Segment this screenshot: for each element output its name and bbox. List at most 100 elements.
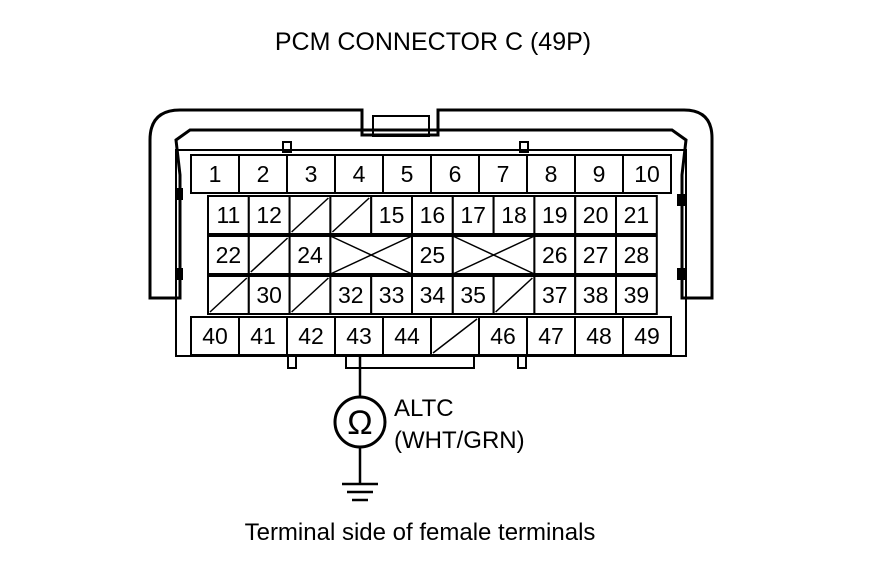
terminal-15: 15 <box>370 195 414 235</box>
terminal-number: 24 <box>297 242 323 268</box>
terminal-41: 41 <box>238 316 288 356</box>
terminal-number: 5 <box>401 161 414 187</box>
terminal-11: 11 <box>207 195 250 235</box>
terminal-number: 44 <box>394 323 420 349</box>
terminal-number: 40 <box>202 323 228 349</box>
terminal-number: 35 <box>460 282 486 308</box>
terminal-number: 47 <box>538 323 564 349</box>
terminal-46: 46 <box>478 316 528 356</box>
blank-terminal <box>288 195 332 235</box>
terminal-number: 21 <box>624 202 650 228</box>
terminal-number: 46 <box>490 323 516 349</box>
terminal-number: 9 <box>593 161 606 187</box>
terminal-number: 34 <box>420 282 446 308</box>
terminal-number: 48 <box>586 323 612 349</box>
probe-wire-color: (WHT/GRN) <box>394 427 525 454</box>
terminal-number: 42 <box>298 323 324 349</box>
terminal-44: 44 <box>382 316 432 356</box>
terminal-number: 15 <box>379 202 405 228</box>
terminal-number: 41 <box>250 323 276 349</box>
ground-icon <box>342 482 378 502</box>
terminal-number: 39 <box>624 282 650 308</box>
diagram-title: PCM CONNECTOR C (49P) <box>275 28 591 56</box>
terminal-number: 11 <box>216 202 240 228</box>
terminal-8: 8 <box>526 154 576 194</box>
terminal-number: 28 <box>624 242 650 268</box>
terminal-number: 26 <box>542 242 568 268</box>
diagram-caption: Terminal side of female terminals <box>245 519 596 546</box>
terminal-26: 26 <box>533 235 577 275</box>
terminal-number: 3 <box>305 161 318 187</box>
terminal-number: 4 <box>353 161 366 187</box>
terminal-6: 6 <box>430 154 480 194</box>
terminal-12: 12 <box>247 195 291 235</box>
terminal-number: 38 <box>583 282 609 308</box>
ohm-icon: Ω <box>347 404 372 442</box>
terminal-number: 43 <box>346 323 372 349</box>
probe-assembly: Ω ALTC (WHT/GRN) <box>333 354 525 502</box>
terminal-49: 49 <box>622 316 672 356</box>
blank-terminal <box>207 275 250 315</box>
terminal-number: 25 <box>420 242 446 268</box>
terminal-number: 2 <box>257 161 270 187</box>
terminal-34: 34 <box>411 275 454 315</box>
terminal-4: 4 <box>334 154 384 194</box>
blank-terminal <box>329 235 413 275</box>
terminal-48: 48 <box>574 316 624 356</box>
terminal-number: 20 <box>583 202 609 228</box>
terminal-40: 40 <box>190 316 240 356</box>
terminal-35: 35 <box>451 275 495 315</box>
terminal-30: 30 <box>247 275 291 315</box>
blank-terminal <box>451 235 536 275</box>
terminal-7: 7 <box>478 154 528 194</box>
terminal-9: 9 <box>574 154 624 194</box>
terminal-39: 39 <box>615 275 658 315</box>
terminal-number: 7 <box>497 161 510 187</box>
terminal-27: 27 <box>574 235 618 275</box>
housing-latch-marks <box>175 141 685 280</box>
connector-housing <box>148 108 714 300</box>
terminal-1: 1 <box>190 154 240 194</box>
terminal-5: 5 <box>382 154 432 194</box>
terminal-number: 19 <box>542 202 568 228</box>
terminal-25: 25 <box>411 235 454 275</box>
terminal-face <box>175 149 687 369</box>
terminal-number: 6 <box>449 161 462 187</box>
terminal-number: 17 <box>460 202 486 228</box>
terminal-28: 28 <box>615 235 658 275</box>
blank-terminal <box>247 235 291 275</box>
terminal-number: 32 <box>338 282 364 308</box>
terminal-22: 22 <box>207 235 250 275</box>
terminal-number: 37 <box>542 282 568 308</box>
terminal-number: 22 <box>216 242 242 268</box>
terminal-number: 30 <box>256 282 282 308</box>
terminal-33: 33 <box>370 275 414 315</box>
terminal-20: 20 <box>574 195 618 235</box>
terminal-43: 43 <box>334 316 384 356</box>
terminal-18: 18 <box>492 195 536 235</box>
terminal-number: 1 <box>209 161 222 187</box>
blank-terminal <box>492 275 536 315</box>
terminal-number: 27 <box>583 242 609 268</box>
terminal-number: 16 <box>420 202 446 228</box>
terminal-2: 2 <box>238 154 288 194</box>
terminal-42: 42 <box>286 316 336 356</box>
terminal-number: 18 <box>501 202 527 228</box>
terminal-number: 12 <box>256 202 282 228</box>
terminal-47: 47 <box>526 316 576 356</box>
blank-terminal <box>288 275 332 315</box>
terminal-16: 16 <box>411 195 454 235</box>
terminal-21: 21 <box>615 195 658 235</box>
terminal-24: 24 <box>288 235 332 275</box>
terminal-19: 19 <box>533 195 577 235</box>
terminal-number: 10 <box>634 161 660 187</box>
terminal-32: 32 <box>329 275 373 315</box>
terminal-10: 10 <box>622 154 672 194</box>
blank-terminal <box>329 195 373 235</box>
terminal-number: 8 <box>545 161 558 187</box>
probe-signal-label: ALTC <box>394 395 454 422</box>
terminal-number: 33 <box>379 282 405 308</box>
